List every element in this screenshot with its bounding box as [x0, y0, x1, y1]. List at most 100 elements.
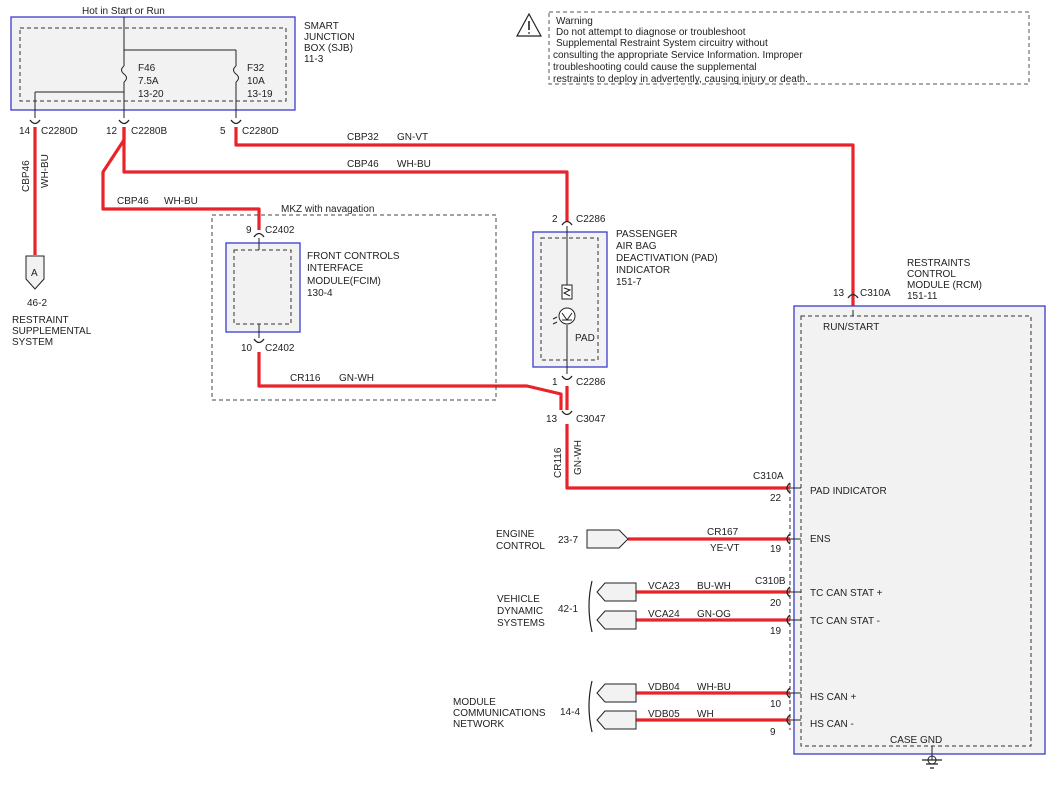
c2402-bot-pin: 10 [241, 343, 253, 354]
pad-indicator-module: PAD PASSENGER AIR BAG DEACTIVATION (PAD)… [532, 226, 718, 374]
fcim-title-1: FRONT CONTROLS [307, 251, 400, 262]
page-ref-arrow-icon [596, 610, 637, 630]
pad-title-3: DEACTIVATION (PAD) [616, 253, 718, 264]
warning-line-1: Warning [556, 16, 593, 27]
rcm-pin-number: 20 [770, 598, 782, 609]
connector-c2402-10-icon [253, 338, 265, 344]
restraint-title-2: SUPPLEMENTAL [12, 326, 92, 337]
sjb-title-4: 11-3 [304, 54, 324, 65]
rcm-title-3: MODULE (RCM) [907, 280, 982, 291]
restraint-system-ref[interactable]: A 46-2 RESTRAINT SUPPLEMENTAL SYSTEM [12, 255, 92, 348]
connector-c2280d-5-icon [230, 119, 242, 125]
vdb04-color: WH-BU [697, 682, 731, 693]
warning-line-3: Supplemental Restraint System circuitry … [556, 38, 768, 49]
vca24-color: GN-OG [697, 609, 731, 620]
cr116-vert-color: GN-WH [573, 440, 584, 475]
vdb05-circuit: VDB05 [648, 709, 680, 720]
c2280d-14-pin: 14 [19, 126, 31, 137]
fuse-f46-name: F46 [138, 63, 156, 74]
rcm-pin-ens: 19 ENS [770, 533, 831, 555]
fcim-title-3: MODULE(FCIM) [307, 276, 381, 287]
page-ref-arrow-icon [596, 710, 637, 730]
c2280d-5-name: C2280D [242, 126, 279, 137]
warning-line-6: restraints to deploy in advertently, cau… [553, 74, 808, 85]
fcim-option-group [211, 214, 497, 401]
restraint-ref-letter: A [31, 268, 38, 279]
page-ref-arrow-icon [25, 255, 45, 290]
cr116-fcim-circuit: CR116 [290, 373, 321, 384]
pad-title-5: 151-7 [616, 277, 642, 288]
pad-inner-label: PAD [575, 333, 595, 344]
sjb-title-2: JUNCTION [304, 32, 355, 43]
c2280d-5-pin: 5 [220, 126, 226, 137]
fcim-group-label: MKZ with navagation [281, 204, 374, 215]
warning-line-2: Do not attempt to diagnose or troublesho… [556, 27, 746, 38]
bracket-icon [588, 580, 593, 633]
c2286-bot-pin: 1 [552, 377, 558, 388]
wire-cbp46-to-fcim [101, 127, 261, 230]
rcm-pin-label: PAD INDICATOR [810, 486, 887, 497]
rcm-pin-hs-can-plus: 10 HS CAN + [770, 687, 857, 710]
vehicle-dynamic-systems-ref[interactable]: VEHICLE DYNAMIC SYSTEMS 42-1 [497, 580, 637, 633]
resistor-icon [561, 284, 573, 300]
rcm-title-2: CONTROL [907, 269, 956, 280]
cr116-fcim-color: GN-WH [339, 373, 374, 384]
c310a-top-pin: 13 [833, 288, 845, 299]
fuse-f46-ref: 13-20 [138, 89, 164, 100]
smart-junction-box: Hot in Start or Run SMART JUNCTION BOX (… [10, 6, 355, 118]
warning-line-5: troubleshooting could cause the suppleme… [553, 62, 756, 73]
pad-title-4: INDICATOR [616, 265, 670, 276]
rcm-case-gnd: CASE GND [890, 735, 942, 746]
engine-title-2: CONTROL [496, 541, 545, 552]
fcim-module: MKZ with navagation FRONT CONTROLS INTER… [211, 204, 497, 401]
cbp46-vert-color: WH-BU [40, 154, 51, 188]
pad-title-1: PASSENGER [616, 229, 678, 240]
pin-connector-icon [786, 614, 791, 626]
sjb-inner-box [19, 27, 287, 102]
fuse-f32-name: F32 [247, 63, 265, 74]
sjb-title-3: BOX (SJB) [304, 43, 353, 54]
restraint-title-3: SYSTEM [12, 337, 53, 348]
cbp46-left-color: WH-BU [164, 196, 198, 207]
rcm-title-4: 151-11 [907, 291, 938, 302]
c2286-bot-name: C2286 [576, 377, 606, 388]
page-ref-arrow-icon [596, 582, 637, 602]
bracket-icon [588, 680, 593, 733]
module-communications-network-ref[interactable]: MODULE COMMUNICATIONS NETWORK 14-4 [453, 680, 637, 733]
rcm-pin-label: HS CAN + [810, 692, 857, 703]
engine-control-ref[interactable]: ENGINE CONTROL 23-7 [496, 529, 629, 552]
rcm-pin-number: 19 [770, 544, 782, 555]
engine-title-1: ENGINE [496, 529, 535, 540]
cbp46-left-circuit: CBP46 [117, 196, 149, 207]
rcm-pin-tc-can-minus: 19 TC CAN STAT - [770, 614, 880, 637]
rcm-pin-number: 9 [770, 727, 776, 738]
cbp46-vert-circuit: CBP46 [21, 160, 32, 192]
wire-cbp32 [234, 127, 855, 310]
c2280d-14-name: C2280D [41, 126, 78, 137]
warning-line-4: consulting the appropriate Service Infor… [553, 50, 803, 61]
c2280b-pin: 12 [106, 126, 118, 137]
wire-cr116-fcim [257, 352, 563, 410]
vca23-color: BU-WH [697, 581, 731, 592]
restraint-ref-page: 46-2 [27, 298, 47, 309]
pin-connector-icon [786, 533, 791, 545]
fuse-f46-icon [121, 65, 127, 83]
fuse-f46-rating: 7.5A [138, 76, 159, 87]
rcm-run-start: RUN/START [823, 322, 879, 333]
fuse-f32-ref: 13-19 [247, 89, 273, 100]
restraint-title-1: RESTRAINT [12, 315, 69, 326]
pin-connector-icon [786, 714, 791, 726]
vds-title-2: DYNAMIC [497, 606, 543, 617]
c2280b-name: C2280B [131, 126, 167, 137]
c2402-top-pin: 9 [246, 225, 252, 236]
rcm-box [793, 305, 1046, 755]
fcim-box [225, 242, 301, 333]
fuse-f32-icon [233, 65, 239, 83]
cr167-circuit: CR167 [707, 527, 739, 538]
cr167-color: YE-VT [710, 543, 739, 554]
vds-page: 42-1 [558, 604, 578, 615]
sjb-hot-label: Hot in Start or Run [82, 6, 165, 17]
connector-c2402-9-icon [253, 232, 265, 238]
connector-c2286-2-icon [561, 220, 573, 226]
